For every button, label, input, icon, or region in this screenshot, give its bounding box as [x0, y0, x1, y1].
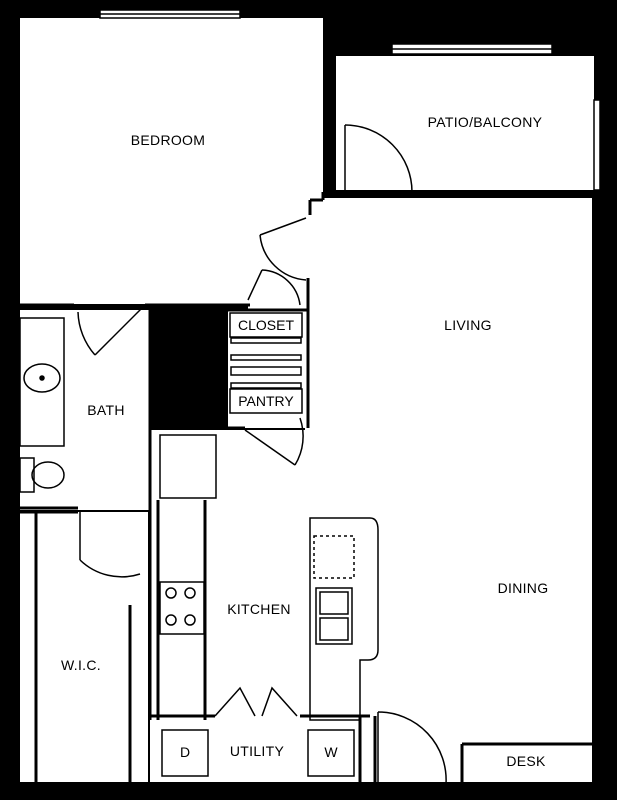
toilet-icon [31, 461, 65, 489]
room-label-bath: BATH [87, 402, 125, 418]
room-label-kitchen: KITCHEN [227, 601, 291, 617]
room-label-patio: PATIO/BALCONY [428, 114, 543, 130]
kitchen-peninsula [309, 517, 379, 721]
room-label-living: LIVING [444, 317, 492, 333]
desk-label-box [466, 748, 592, 780]
vanity [19, 317, 65, 447]
bath-floor [20, 310, 150, 510]
room-label-closet: CLOSET [238, 317, 294, 333]
range [159, 581, 205, 635]
bedroom-floor [20, 18, 323, 304]
door-swings [77, 124, 447, 785]
room-labels: BEDROOM PATIO/BALCONY LIVING DINING BATH… [61, 114, 548, 769]
pantry-label-box [229, 388, 303, 414]
room-label-dining: DINING [498, 580, 549, 596]
closet-label-box [229, 312, 303, 338]
wic-floor [20, 512, 148, 782]
windows [99, 9, 601, 191]
room-label-utility: UTILITY [230, 743, 285, 759]
kitchen-floor [150, 430, 376, 720]
utility-floor [150, 716, 376, 782]
room-label-desk: DESK [506, 753, 546, 769]
refrigerator [159, 434, 217, 499]
dryer-label: D [180, 744, 190, 760]
patio-rail-right [593, 99, 601, 191]
kitchen-sink [315, 587, 353, 645]
room-label-pantry: PANTRY [238, 393, 294, 409]
interior-walls [18, 190, 596, 784]
toilet-tank [19, 457, 35, 493]
fixtures [19, 312, 379, 777]
bathtub [159, 312, 225, 426]
room-label-wic: W.I.C. [61, 657, 101, 673]
washer-label: W [324, 744, 338, 760]
sink-icon [23, 363, 61, 393]
room-label-bedroom: BEDROOM [131, 132, 205, 148]
patio-floor [336, 56, 594, 190]
floor-areas [20, 18, 594, 782]
